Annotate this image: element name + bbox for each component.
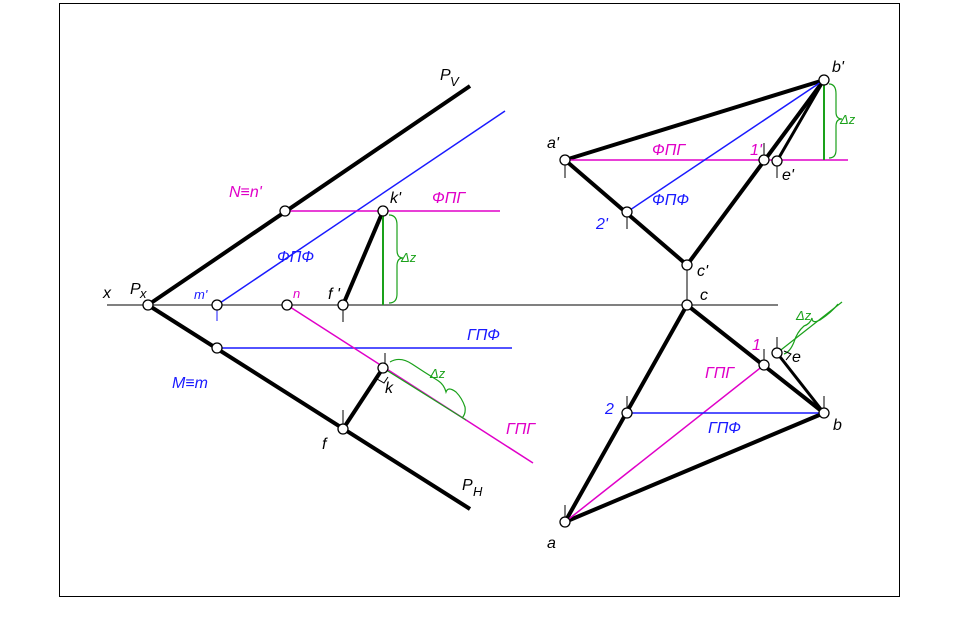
label-dz-left-bottom: Δz xyxy=(429,366,446,381)
label-b-prime: b' xyxy=(832,59,845,76)
label-fpf-right: ФПФ xyxy=(652,192,689,209)
delta-z-brace-left-top xyxy=(388,214,404,304)
label-px: P xyxy=(130,281,141,298)
point-k-prime xyxy=(377,205,389,217)
point-m-prime xyxy=(211,299,223,311)
right-angle-mark-e xyxy=(783,350,792,361)
point-px xyxy=(142,299,154,311)
label-k-prime: k' xyxy=(390,190,402,207)
edge-c-b xyxy=(685,303,826,415)
label-m-equiv: M≡m xyxy=(172,375,208,392)
label-fpf-left: ФПФ xyxy=(277,249,314,266)
label-fpg-left: ФПГ xyxy=(432,190,466,207)
horizontal-line-gpg-plan xyxy=(286,304,534,464)
label-c: c xyxy=(700,287,708,304)
label-n: n xyxy=(293,286,300,301)
point-n xyxy=(281,299,293,311)
point-c-prime xyxy=(681,259,693,271)
label-gpg-left: ГПГ xyxy=(506,421,536,438)
edge-a-b xyxy=(564,411,825,524)
point-k xyxy=(377,362,389,374)
label-a-prime: a' xyxy=(547,135,560,152)
label-m-prime: m' xyxy=(194,287,208,302)
frontal-line-fpf xyxy=(216,110,506,306)
point-a xyxy=(559,516,571,528)
delta-z-brace-right-top xyxy=(828,83,843,159)
right-angle-mark-k xyxy=(376,376,389,384)
segment-f-prime-k-prime xyxy=(341,210,385,306)
label-pv-sub: V xyxy=(450,74,460,89)
point-e-prime xyxy=(771,155,783,167)
label-dz-left-top: Δz xyxy=(400,250,417,265)
point-f-prime xyxy=(337,299,349,311)
pv-trace xyxy=(146,84,472,307)
label-gpg-right: ГПГ xyxy=(705,365,735,382)
label-f: f xyxy=(322,436,328,453)
label-e-prime: e' xyxy=(782,167,795,184)
point-e xyxy=(771,347,783,359)
label-e: e xyxy=(792,349,801,366)
delta-z-brace-left-bottom xyxy=(389,358,466,419)
label-f-prime: f ' xyxy=(328,286,341,303)
label-k: k xyxy=(385,380,394,397)
point-m xyxy=(211,342,223,354)
label-c-prime: c' xyxy=(697,263,709,280)
edge-b-prime-c-prime xyxy=(685,78,826,267)
delta-z-line-plan-right xyxy=(776,301,843,354)
label-ph: P xyxy=(462,477,473,494)
segment-b-prime-e-prime xyxy=(775,79,826,162)
label-fpg-right: ФПГ xyxy=(652,142,686,159)
point-b xyxy=(818,407,830,419)
label-pv: P xyxy=(440,67,451,84)
point-two xyxy=(621,407,633,419)
point-one-prime xyxy=(758,154,770,166)
point-one xyxy=(758,359,770,371)
edge-a-prime-b-prime xyxy=(564,78,825,162)
delta-z-brace-right-bottom xyxy=(783,303,839,355)
frontal-fpf-right xyxy=(626,79,825,213)
label-a: a xyxy=(547,535,556,552)
label-one-prime: 1' xyxy=(750,142,763,159)
horizontal-gpg-right xyxy=(564,364,765,523)
point-b-prime xyxy=(818,74,830,86)
label-dz-right-bottom: Δz xyxy=(795,308,812,323)
label-gpf-left: ГПФ xyxy=(467,327,500,344)
point-two-prime xyxy=(621,206,633,218)
label-dz-right-top: Δz xyxy=(839,112,856,127)
segment-f-k xyxy=(341,366,385,431)
label-px-sub: x xyxy=(139,286,147,301)
ph-trace xyxy=(146,303,472,511)
point-a-prime xyxy=(559,154,571,166)
label-one: 1 xyxy=(752,337,761,354)
segment-e-b xyxy=(775,352,826,414)
label-two-prime: 2' xyxy=(595,216,609,233)
label-two: 2 xyxy=(604,401,614,418)
drawing-frame xyxy=(59,3,900,597)
point-f xyxy=(337,423,349,435)
point-n-prime xyxy=(279,205,291,217)
point-c xyxy=(681,299,693,311)
label-n-equiv: N≡n' xyxy=(229,184,263,201)
delta-z-line-plan-left xyxy=(382,367,467,421)
label-ph-sub: H xyxy=(473,484,483,499)
label-b: b xyxy=(833,417,842,434)
label-x: x xyxy=(102,285,112,302)
label-gpf-right: ГПФ xyxy=(708,420,741,437)
